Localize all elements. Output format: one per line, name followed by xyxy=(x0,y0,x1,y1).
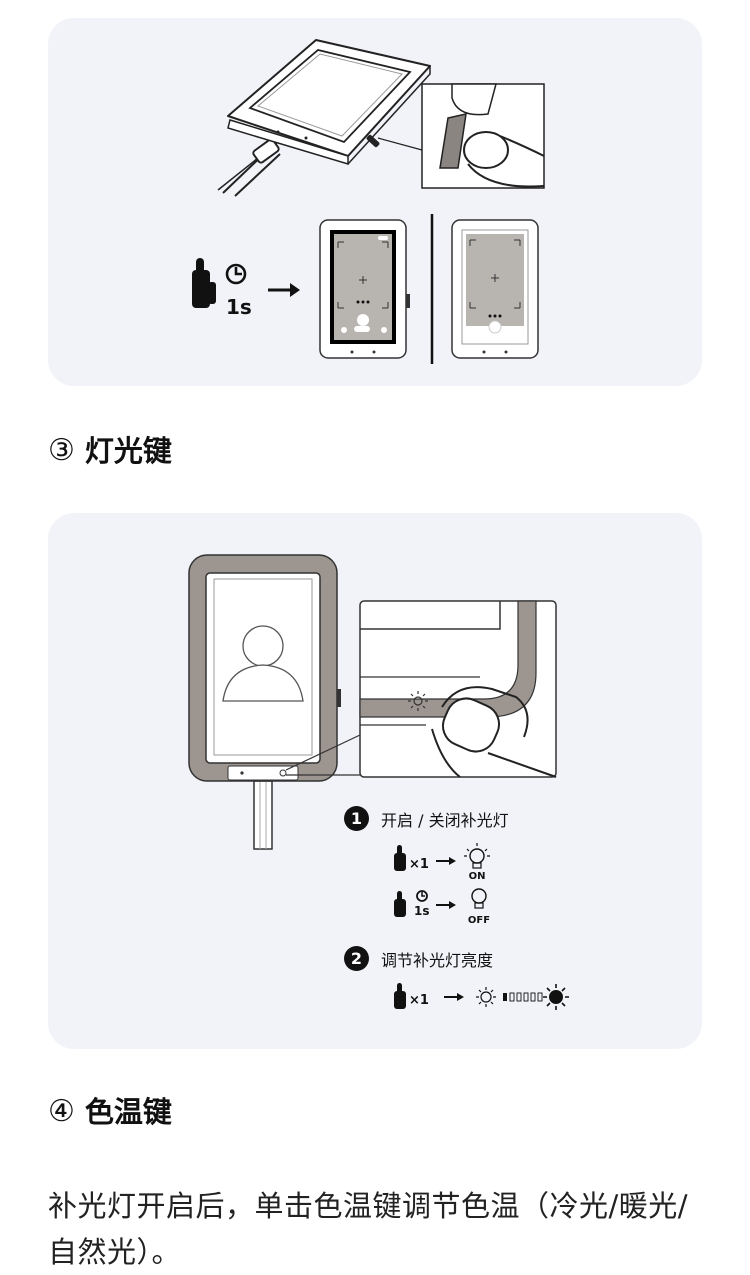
step-toggle-light: 1 开启 / 关闭补光灯 xyxy=(344,806,509,831)
section-heading-color-temperature-button: ④ 色温键 xyxy=(48,1092,172,1132)
color-temperature-description: 补光灯开启后，单击色温键调节色温（冷光/暖光/自然光）。 xyxy=(48,1189,689,1269)
press-count-label: ×1 xyxy=(409,857,429,872)
hand-press-icon xyxy=(394,983,406,1009)
light-bulb-off-icon xyxy=(471,888,487,909)
hand-press-icon xyxy=(394,845,406,871)
arrow-right-icon xyxy=(268,283,300,297)
sun-icon xyxy=(408,691,428,711)
camera-button-illustration: 1s xyxy=(192,39,545,364)
brightness-level-bars xyxy=(503,992,543,1002)
hand-press-icon xyxy=(192,258,216,308)
section-title: 色温键 xyxy=(84,1095,172,1129)
section-number: ③ xyxy=(48,433,75,468)
arrow-right-icon xyxy=(444,993,464,1001)
button-zoom-inset xyxy=(421,83,545,189)
section-title: 灯光键 xyxy=(84,434,172,468)
device-capture-screen-preview xyxy=(451,219,539,359)
state-on-label: ON xyxy=(469,871,486,882)
step-badge: 1 xyxy=(344,806,369,831)
light-bulb-on-icon xyxy=(464,843,490,869)
clock-icon xyxy=(416,890,428,902)
section-heading-light-button: ③ 灯光键 xyxy=(48,431,172,471)
step-adjust-brightness: 2 调节补光灯亮度 xyxy=(344,946,493,971)
press-duration-label: 1s xyxy=(226,295,252,319)
step-badge: 2 xyxy=(344,946,369,971)
hand-press-icon xyxy=(394,891,406,917)
step-text: 开启 / 关闭补光灯 xyxy=(381,810,509,830)
clock-icon xyxy=(225,263,247,285)
illustration-panel-camera-button: 1s xyxy=(48,18,702,386)
press-duration-label: 1s xyxy=(414,904,430,918)
press-count-label: ×1 xyxy=(409,993,429,1008)
step-text: 调节补光灯亮度 xyxy=(381,950,494,970)
section-number: ④ xyxy=(48,1094,75,1129)
sun-bright-icon xyxy=(543,984,569,1010)
arrow-right-icon xyxy=(436,857,456,865)
state-off-label: OFF xyxy=(468,915,490,926)
light-button-zoom-inset xyxy=(359,600,557,778)
illustration-panel-light-button: ×1 ON 1s OFF xyxy=(48,513,702,1049)
tablet-front-illustration xyxy=(188,554,341,782)
sun-dim-icon xyxy=(476,987,496,1007)
arrow-right-icon xyxy=(436,901,456,909)
light-button-illustration: ×1 ON 1s OFF xyxy=(188,554,569,1010)
tablet-isometric-illustration xyxy=(227,39,431,166)
device-camera-screen-preview xyxy=(319,219,410,359)
